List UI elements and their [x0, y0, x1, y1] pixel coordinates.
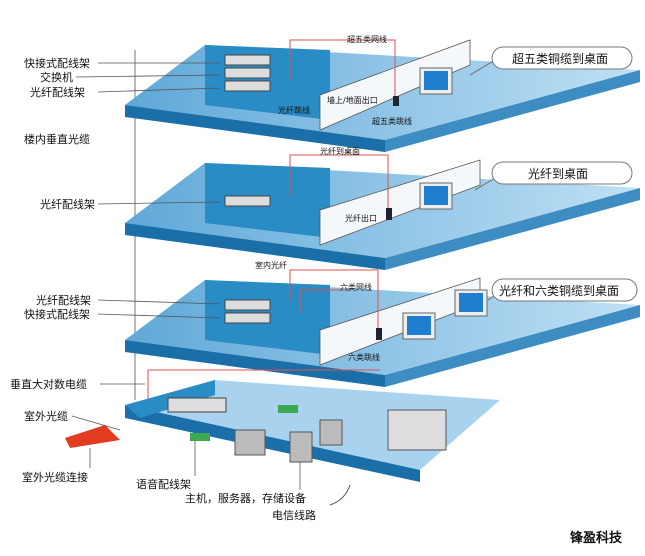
- patch-panel: [224, 54, 271, 66]
- fiber-panel: [224, 195, 271, 207]
- jumper-label: 超五类跳线: [372, 116, 412, 126]
- outlet-label: 墙上/地面出口: [327, 95, 378, 105]
- basement: [65, 369, 500, 482]
- floor-3: 室内光纤 六类网线 六类跳线: [125, 260, 640, 387]
- cable-line: [289, 39, 396, 100]
- outlet: [386, 208, 392, 220]
- equipment-rack: [167, 397, 227, 413]
- svg-text:光纤配线架: 光纤配线架: [40, 197, 95, 211]
- svg-text:光纤出口: 光纤出口: [345, 213, 377, 223]
- callout-floor-1: 超五类铜缆到桌面: [469, 46, 633, 76]
- svg-text:交换机: 交换机: [40, 70, 73, 84]
- svg-text:光纤到桌面: 光纤到桌面: [320, 146, 360, 156]
- svg-text:光纤配线架: 光纤配线架: [36, 293, 91, 307]
- brand-label: 锋盈科技: [570, 530, 623, 546]
- svg-text:六类网线: 六类网线: [340, 282, 372, 292]
- svg-text:室外光缆: 室外光缆: [24, 409, 68, 423]
- svg-text:楼内垂直光缆: 楼内垂直光缆: [24, 132, 90, 146]
- svg-text:语音配线架: 语音配线架: [136, 477, 191, 491]
- svg-text:光纤到桌面: 光纤到桌面: [528, 167, 588, 181]
- basement-labels: 语音配线架 主机，服务器，存储设备 电信线路 锋盈科技: [136, 441, 623, 546]
- svg-text:六类跳线: 六类跳线: [348, 352, 380, 362]
- cable-label: 超五类网线: [347, 34, 387, 44]
- svg-text:垂直大对数电缆: 垂直大对数电缆: [10, 377, 87, 391]
- server-icon: [319, 419, 343, 446]
- server-icon: [289, 431, 313, 463]
- outdoor-fiber-icon: [65, 425, 120, 448]
- fiber-jumper-label: 光纤跳线: [278, 105, 310, 115]
- floor-2: 光纤到桌面 光纤出口: [125, 146, 640, 270]
- svg-text:光纤配线架: 光纤配线架: [30, 85, 85, 99]
- svg-text:室外光缆连接: 室外光缆连接: [22, 470, 88, 484]
- callout-floor-3: 光纤和六类铜缆到桌面: [487, 278, 638, 302]
- voice-panel: [278, 405, 298, 413]
- svg-text:光纤和六类铜缆到桌面: 光纤和六类铜缆到桌面: [499, 283, 619, 298]
- fiber-panel: [224, 299, 271, 311]
- svg-text:快接式配线架: 快接式配线架: [24, 307, 90, 321]
- svg-text:快接式配线架: 快接式配线架: [24, 56, 90, 70]
- outlet: [393, 96, 399, 106]
- svg-text:超五类铜缆到桌面: 超五类铜缆到桌面: [512, 51, 608, 66]
- switch: [224, 67, 271, 79]
- left-labels: 快接式配线架 交换机 光纤配线架 楼内垂直光缆 光纤配线架 光纤配线架 快接式配…: [10, 56, 221, 484]
- outlet: [376, 328, 382, 340]
- callout-floor-2: 光纤到桌面: [474, 161, 633, 191]
- svg-text:主机，服务器，存储设备: 主机，服务器，存储设备: [185, 491, 306, 505]
- svg-text:室内光纤: 室内光纤: [255, 260, 287, 270]
- patch-panel: [224, 312, 271, 324]
- storage-icon: [387, 409, 447, 451]
- fiber-panel: [224, 80, 271, 92]
- server-icon: [234, 429, 266, 456]
- svg-text:电信线路: 电信线路: [272, 508, 316, 522]
